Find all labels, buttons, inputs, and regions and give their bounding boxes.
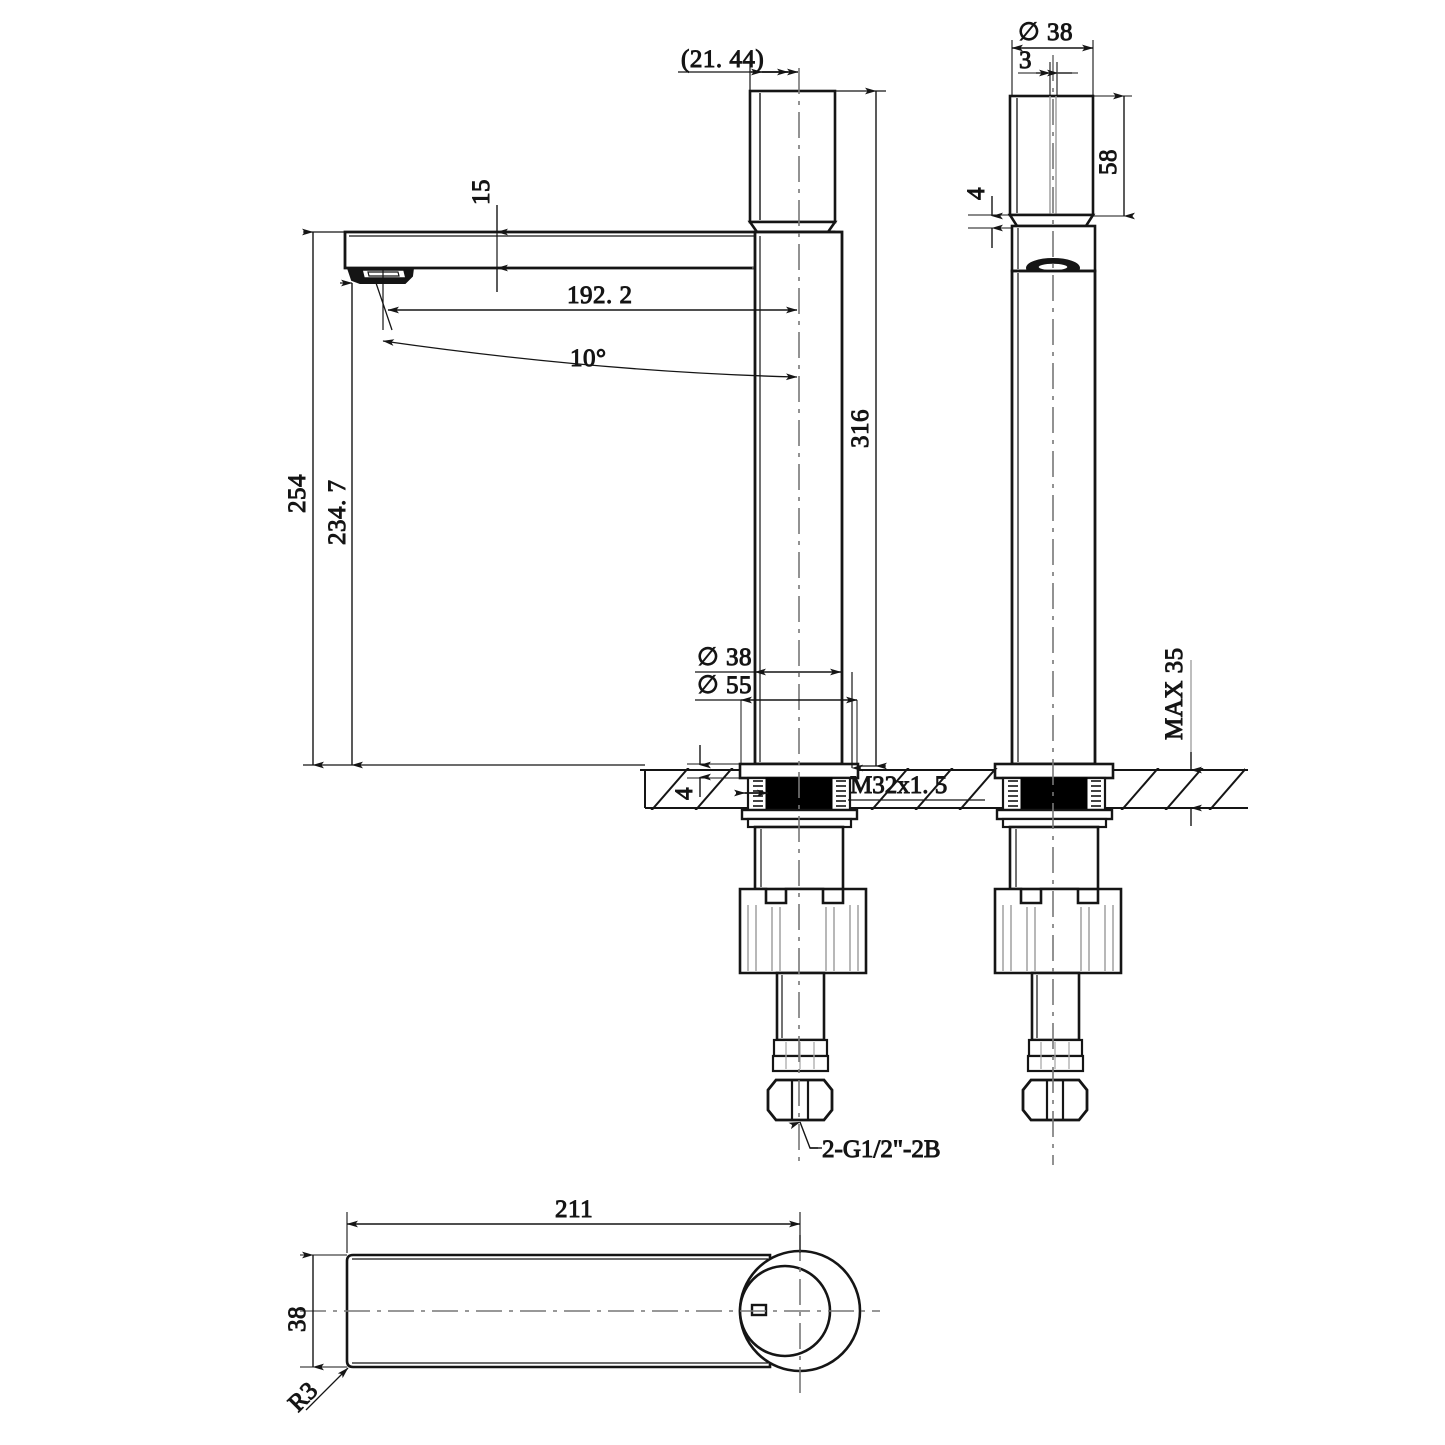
dim-label-inlet-thread: 2-G1/2"-2B [822,1136,941,1163]
countertop-section [640,768,1248,810]
plan-spout-body [345,1253,772,1369]
side-handle [1007,94,1096,228]
dim-handle-height [1093,92,1135,220]
dim-label-outlet-234: 234. 7 [324,480,351,546]
dim-escutcheon-thk [687,745,748,797]
dim-handle-dia [1011,40,1094,96]
dim-thread-spec [734,672,985,801]
dim-label-handle-slot: 3 [1019,47,1032,74]
dim-label-overall-316: 316 [847,409,874,448]
dim-outlet-234 [340,279,363,769]
plan-view [300,1235,880,1395]
dim-spout-angle [374,279,798,381]
dim-body-dia [695,668,843,764]
dim-plan-radius [305,1367,349,1411]
dim-label-spout-reach: 192. 2 [567,282,633,309]
dim-spout-reach [382,270,798,330]
front-lower-shank [738,825,868,1122]
dim-label-base-dia: ∅ 55 [697,672,752,699]
plan-key-slot [750,1303,768,1317]
dim-label-plan-length: 211 [555,1196,593,1223]
dim-handle-slot [1018,62,1078,96]
dim-plan-width [300,1251,347,1371]
dim-label-plan-width: 38 [284,1306,311,1332]
dim-plan-length [346,1212,801,1253]
dim-label-handle-dia: ∅ 38 [1018,19,1073,46]
dim-handle-offset [678,62,799,91]
dim-label-body-dia: ∅ 38 [697,644,752,671]
side-view [993,55,1123,1165]
dim-base-dia [695,696,858,764]
dim-label-handle-offset: (21. 44) [681,46,764,73]
dim-inlet-thread [788,1121,822,1149]
dim-label-deck-max: MAX 35 [1161,647,1188,740]
dim-label-overall-254: 254 [284,474,311,513]
dim-label-handle-collar: 4 [963,187,990,200]
dimension-layer: (21. 44) 15 192. 2 10° 254 [283,19,1202,1418]
side-base-flange [993,762,1115,829]
dim-label-thread-spec: M32x1. 5 [850,772,947,799]
dim-label-handle-height: 58 [1095,149,1122,175]
dim-label-spout-angle: 10° [570,345,607,372]
dim-label-arm-height: 15 [468,179,495,205]
section-hatching [650,768,1245,810]
side-lower-shank [993,825,1123,1122]
dim-label-escutcheon-thk: 4 [671,787,698,800]
dim-handle-collar [968,196,1011,248]
front-handle [747,89,838,234]
